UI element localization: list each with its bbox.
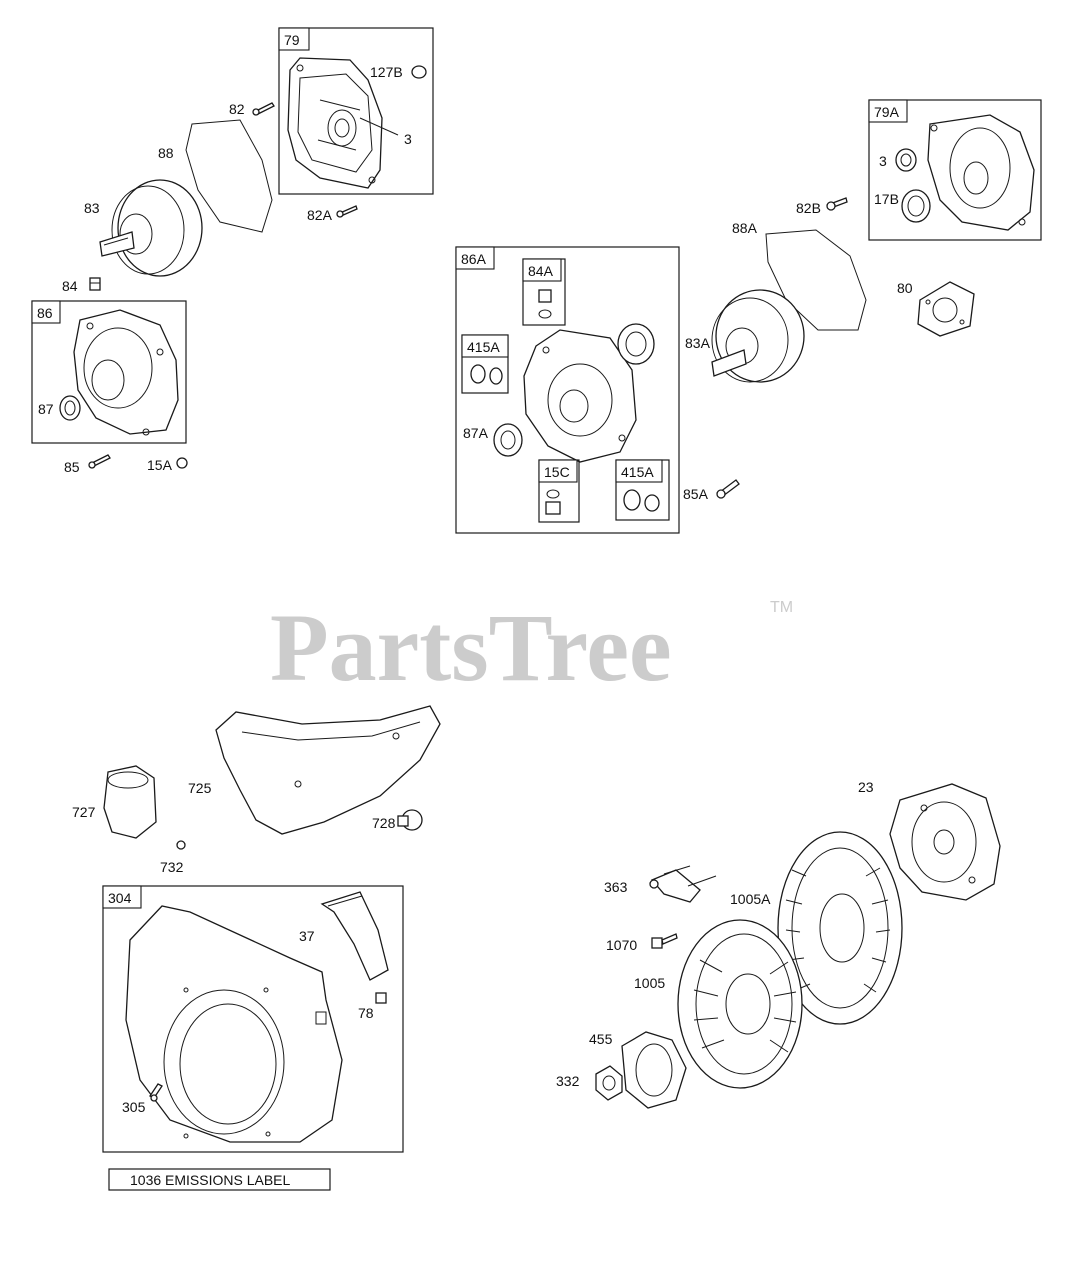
- part-17B-bearing[interactable]: [901, 189, 931, 223]
- box-86A[interactable]: 86A: [455, 246, 680, 534]
- part-37-plate[interactable]: [320, 891, 389, 981]
- watermark-text: PartsTree: [270, 594, 672, 701]
- part-725-shroud[interactable]: [215, 705, 441, 835]
- label-305[interactable]: 305: [122, 1099, 146, 1115]
- part-87A-seal[interactable]: [493, 423, 523, 457]
- part-1005-flywheel[interactable]: [677, 919, 803, 1089]
- box-84A-label: 84A: [528, 263, 554, 279]
- label-127B[interactable]: 127B: [370, 64, 403, 80]
- label-15A[interactable]: 15A: [147, 457, 173, 473]
- part-82-bolt[interactable]: [252, 102, 275, 116]
- box-79-label: 79: [284, 32, 300, 48]
- part-1005A-fan[interactable]: [777, 831, 903, 1025]
- part-363-bracket[interactable]: [649, 865, 717, 903]
- emissions-label-text: 1036 EMISSIONS LABEL: [130, 1172, 291, 1188]
- box-79A-label: 79A: [874, 104, 900, 120]
- watermark-trademark: TM: [770, 599, 793, 616]
- label-87A[interactable]: 87A: [463, 425, 489, 441]
- box-415A-left-label: 415A: [467, 339, 500, 355]
- label-84[interactable]: 84: [62, 278, 78, 294]
- label-37[interactable]: 37: [299, 928, 315, 944]
- box-15C[interactable]: 15C: [538, 459, 580, 523]
- part-455-cup[interactable]: [621, 1031, 687, 1109]
- part-82A-bolt[interactable]: [336, 205, 358, 218]
- box-86A-label: 86A: [461, 251, 487, 267]
- label-725[interactable]: 725: [188, 780, 212, 796]
- box-84A[interactable]: 84A: [522, 258, 566, 326]
- label-3-top[interactable]: 3: [404, 131, 412, 147]
- label-83[interactable]: 83: [84, 200, 100, 216]
- part-727-cover[interactable]: [103, 765, 157, 839]
- box-415A-right-label: 415A: [621, 464, 654, 480]
- label-80[interactable]: 80: [897, 280, 913, 296]
- part-87-seal[interactable]: [59, 395, 81, 421]
- part-305-bolt[interactable]: [149, 1083, 163, 1102]
- label-727[interactable]: 727: [72, 804, 96, 820]
- label-17B[interactable]: 17B: [874, 191, 899, 207]
- label-728[interactable]: 728: [372, 815, 396, 831]
- part-85A-bolt[interactable]: [716, 479, 740, 499]
- label-88[interactable]: 88: [158, 145, 174, 161]
- label-78[interactable]: 78: [358, 1005, 374, 1021]
- label-23[interactable]: 23: [858, 779, 874, 795]
- box-79A[interactable]: 79A: [868, 99, 1042, 241]
- label-732[interactable]: 732: [160, 859, 184, 875]
- part-1070-bolt[interactable]: [651, 933, 678, 949]
- label-85[interactable]: 85: [64, 459, 80, 475]
- label-82[interactable]: 82: [229, 101, 245, 117]
- label-1005[interactable]: 1005: [634, 975, 665, 991]
- box-415A-left[interactable]: 415A: [461, 334, 509, 394]
- part-84-plug[interactable]: [89, 277, 101, 291]
- box-15C-label: 15C: [544, 464, 570, 480]
- part-88-gasket[interactable]: [185, 119, 273, 233]
- box-86[interactable]: 86: [31, 300, 187, 444]
- part-332-nut[interactable]: [595, 1065, 623, 1101]
- part-23-plate[interactable]: [889, 783, 1001, 901]
- label-82B[interactable]: 82B: [796, 200, 821, 216]
- box-304[interactable]: 304: [102, 885, 404, 1153]
- part-15A-plug[interactable]: [176, 457, 188, 469]
- part-88A-gasket[interactable]: [765, 229, 867, 331]
- part-85-bolt[interactable]: [88, 454, 111, 469]
- box-79[interactable]: 79: [278, 27, 434, 195]
- part-728-bolt[interactable]: [397, 809, 423, 831]
- label-83A[interactable]: 83A: [685, 335, 711, 351]
- part-127B-cap[interactable]: [411, 65, 427, 79]
- label-85A[interactable]: 85A: [683, 486, 709, 502]
- label-3-79A[interactable]: 3: [879, 153, 887, 169]
- label-1005A[interactable]: 1005A: [730, 891, 771, 907]
- label-1070[interactable]: 1070: [606, 937, 637, 953]
- label-88A[interactable]: 88A: [732, 220, 758, 236]
- label-82A[interactable]: 82A: [307, 207, 333, 223]
- label-363[interactable]: 363: [604, 879, 628, 895]
- label-332[interactable]: 332: [556, 1073, 580, 1089]
- part-732-screw[interactable]: [176, 840, 186, 850]
- label-455[interactable]: 455: [589, 1031, 613, 1047]
- box-86-label: 86: [37, 305, 53, 321]
- label-87[interactable]: 87: [38, 401, 54, 417]
- box-415A-right[interactable]: 415A: [615, 459, 670, 521]
- part-80-plate[interactable]: [917, 281, 975, 337]
- box-304-label: 304: [108, 890, 132, 906]
- part-83A-housing[interactable]: [711, 289, 805, 383]
- part-83-housing[interactable]: [99, 179, 203, 277]
- emissions-label-box[interactable]: 1036 EMISSIONS LABEL: [108, 1168, 331, 1191]
- part-78-screw[interactable]: [375, 992, 387, 1004]
- part-82B-bolt[interactable]: [826, 197, 848, 211]
- part-3-seal-79A[interactable]: [895, 148, 917, 172]
